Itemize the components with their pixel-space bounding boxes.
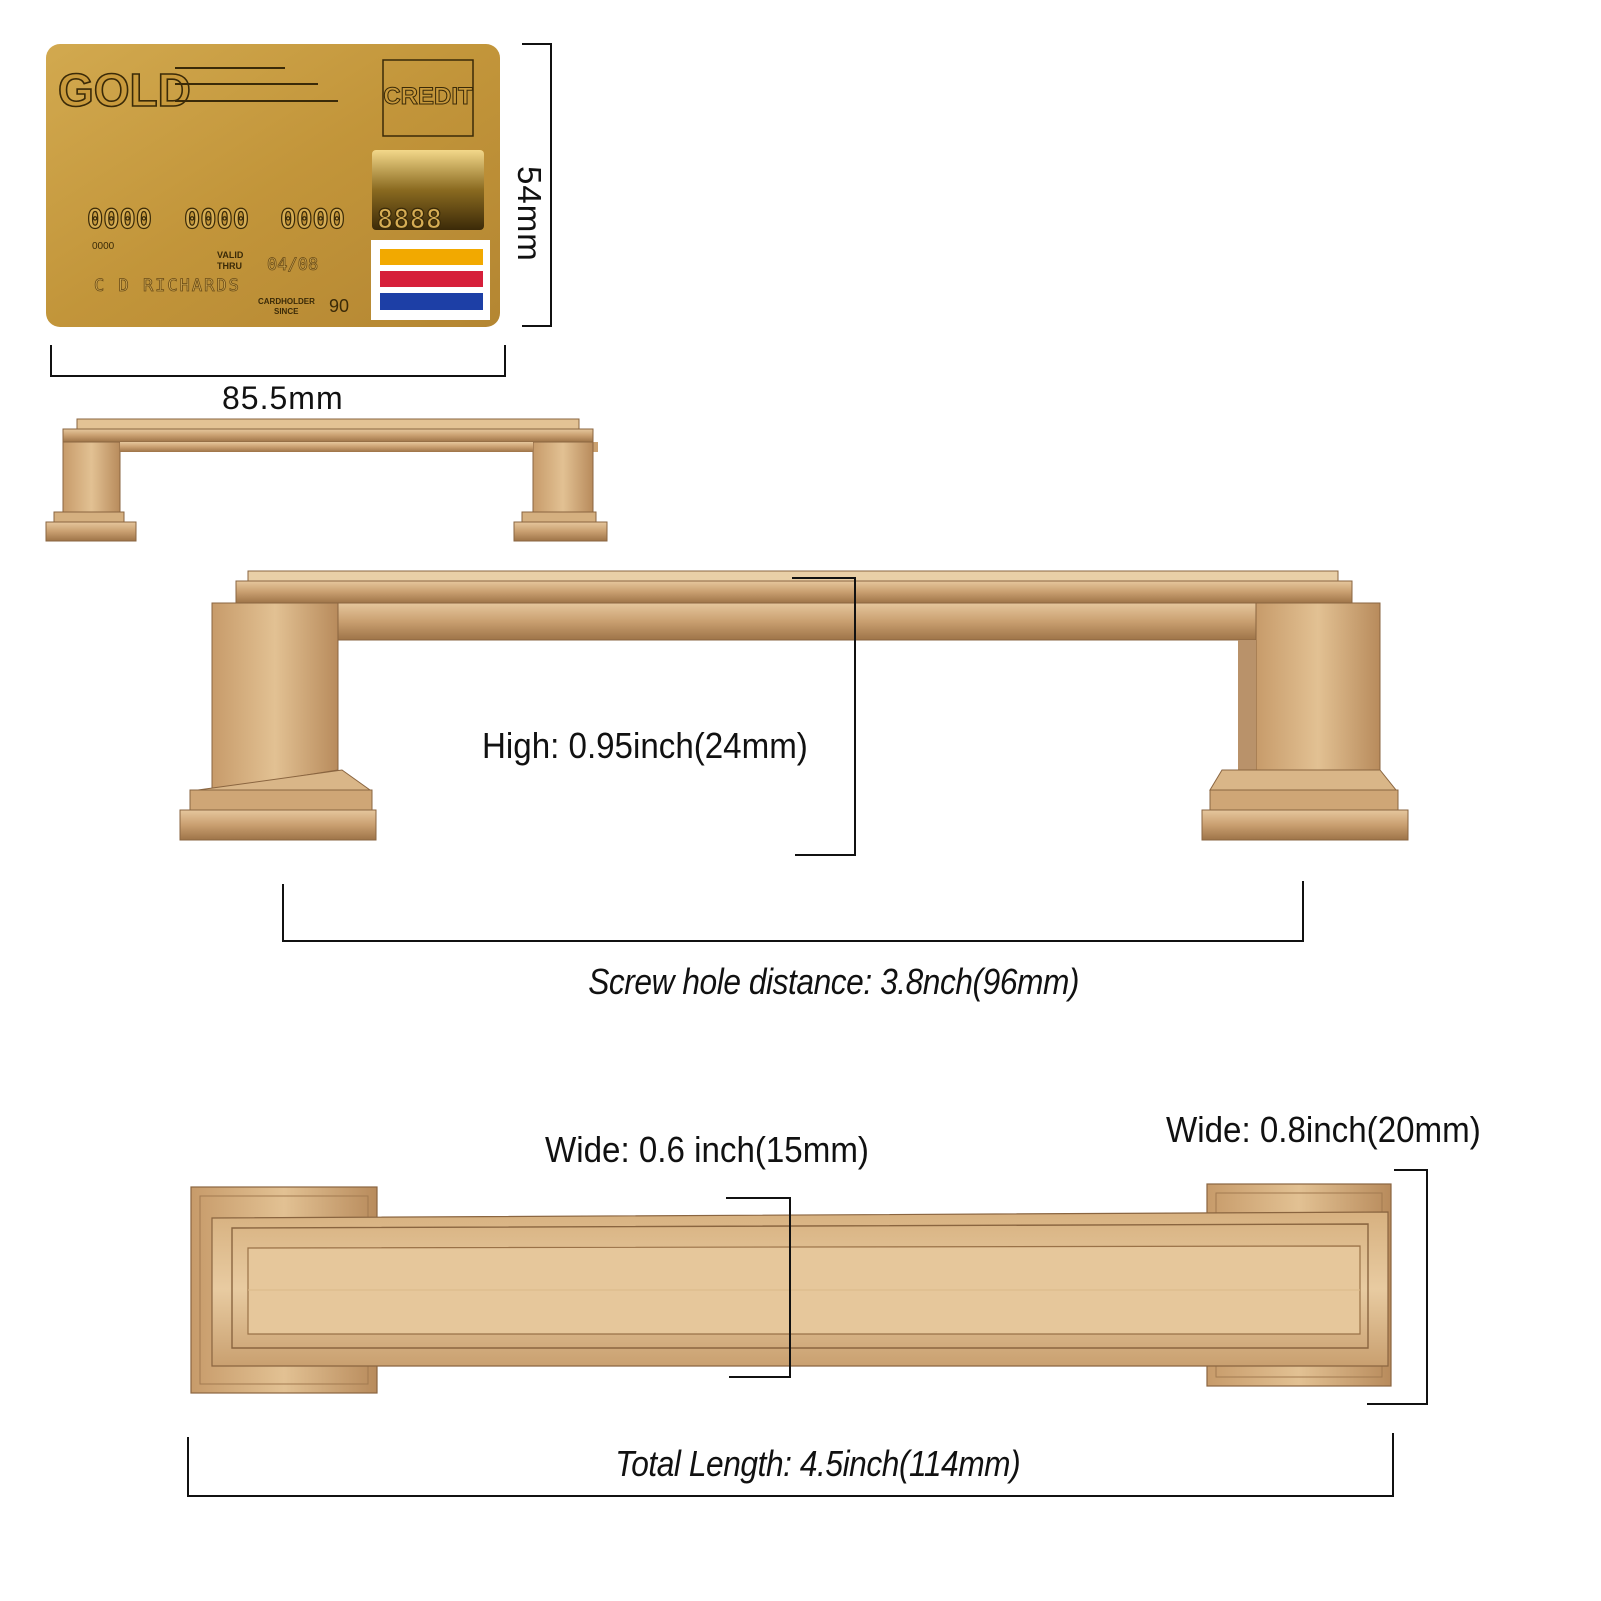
base-width-label: Wide: 0.8inch(20mm) (1166, 1109, 1481, 1150)
card-number-3: 0000 (280, 204, 345, 235)
since-label-1: CARDHOLDER (258, 297, 315, 306)
card-holder-name: C D RICHARDS (94, 276, 241, 296)
credit-card: GOLD CREDIT 0000 0000 0000 8888 0000 VAL… (46, 44, 500, 327)
since-label-2: SINCE (274, 307, 299, 316)
hologram-icon (372, 150, 484, 230)
height-label: High: 0.95inch(24mm) (482, 725, 808, 766)
credit-box (382, 59, 474, 137)
card-width-label: 85.5mm (222, 380, 344, 416)
top-view-dimension-lines (187, 1169, 1428, 1497)
card-brand: GOLD (58, 64, 191, 116)
valid-label-2: THRU (217, 261, 242, 271)
card-number-1: 0000 (87, 204, 152, 235)
bar-width-label: Wide: 0.6 inch(15mm) (545, 1129, 869, 1170)
card-network-logo (371, 240, 490, 320)
screw-hole-distance-label: Screw hole distance: 3.8nch(96mm) (588, 961, 1080, 1002)
since-year: 90 (329, 296, 349, 316)
valid-date: 04/08 (267, 255, 318, 275)
card-number-4: 8888 (377, 204, 442, 235)
card-small-number: 0000 (92, 241, 115, 252)
card-height-label: 54mm (511, 166, 548, 262)
card-dimension-lines (50, 43, 552, 377)
card-type-label: CREDIT (383, 83, 473, 110)
handle-top-view (190, 1183, 1392, 1394)
card-number-2: 0000 (184, 204, 249, 235)
handle-dimension-lines (282, 577, 1304, 942)
valid-label-1: VALID (217, 250, 244, 260)
handle-side-view-small (45, 418, 608, 542)
handle-side-view-large (179, 570, 1409, 841)
total-length-label: Total Length: 4.5inch(114mm) (615, 1443, 1021, 1484)
